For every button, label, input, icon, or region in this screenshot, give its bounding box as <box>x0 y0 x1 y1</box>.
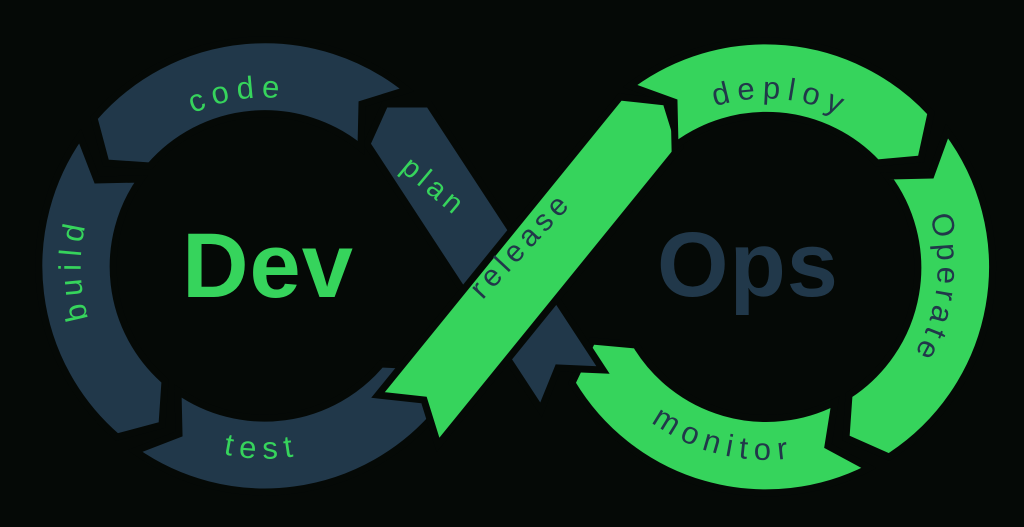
stage-label-build: build <box>53 214 95 325</box>
operate-arc-segment <box>842 123 997 461</box>
monitor-arc-segment <box>568 337 877 497</box>
stage-label-test: test <box>222 427 302 466</box>
build-arc-segment <box>35 128 169 441</box>
code-arc-segment <box>90 36 415 170</box>
dev-title: Dev <box>182 215 354 317</box>
plan-ribbon <box>363 100 610 418</box>
ops-title: Ops <box>657 214 839 316</box>
deploy-arc-segment <box>622 37 935 167</box>
